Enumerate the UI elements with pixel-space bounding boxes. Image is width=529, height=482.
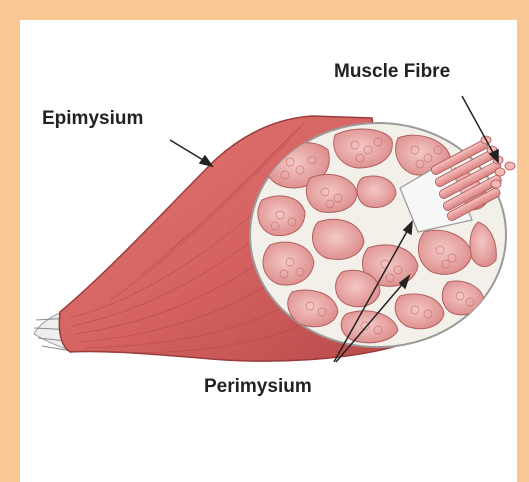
epimysium-label: Epimysium <box>42 108 143 129</box>
muscle-fibre-label: Muscle Fibre <box>334 61 450 82</box>
perimysium-label: Perimysium <box>204 376 312 397</box>
